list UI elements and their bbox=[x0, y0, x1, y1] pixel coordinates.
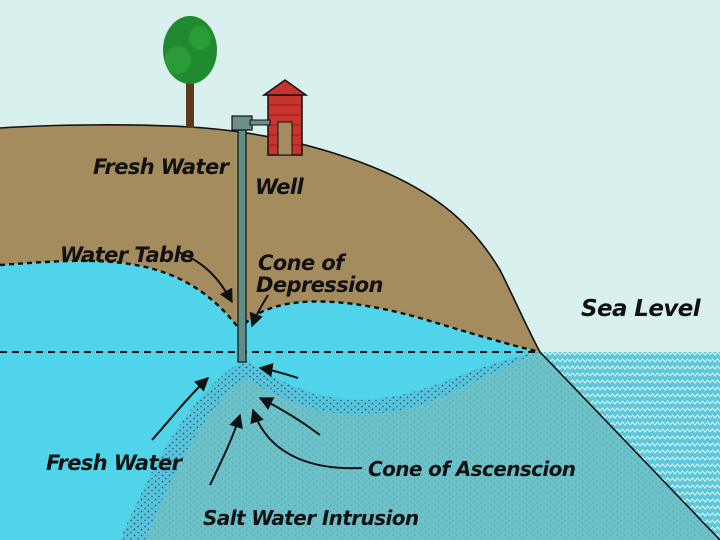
salt-water-intrusion-label: Salt Water Intrusion bbox=[203, 506, 419, 530]
fresh-water-top-label: Fresh Water bbox=[93, 155, 231, 179]
cone-of-ascension-label: Cone of Ascenscion bbox=[368, 457, 576, 481]
cone-of-depression-label-line2: Depression bbox=[256, 273, 383, 297]
pump-house-icon bbox=[264, 80, 306, 155]
sea-level-label: Sea Level bbox=[581, 296, 702, 322]
water-table-label: Water Table bbox=[60, 243, 194, 267]
cone-of-depression-label-line1: Cone of bbox=[258, 251, 347, 275]
well-label: Well bbox=[255, 175, 304, 199]
fresh-water-bottom-label: Fresh Water bbox=[46, 451, 184, 475]
